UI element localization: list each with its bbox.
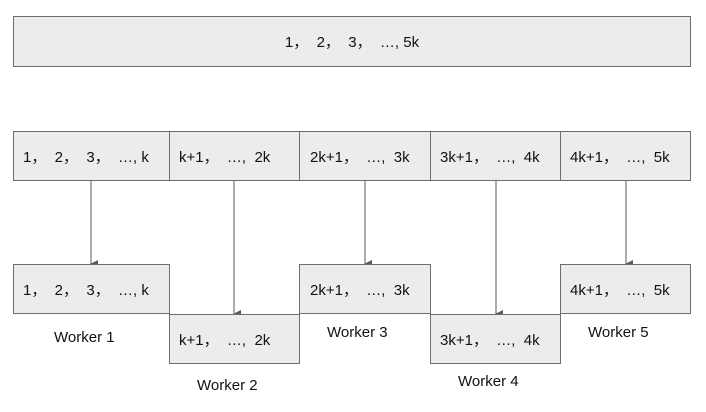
worker-2-box: k+1， …, 2k	[169, 314, 300, 364]
worker-3-label: Worker 3	[327, 324, 388, 341]
worker-5-label: Worker 5	[588, 324, 649, 341]
worker-range-label: 4k+1， …, 5k	[570, 281, 670, 299]
split-segment-3: 2k+1， …, 3k	[299, 131, 431, 181]
worker-3-box: 2k+1， …, 3k	[299, 264, 431, 314]
split-segment-label: 1， 2， 3， …, k	[23, 148, 149, 166]
full-range-box: 1， 2， 3， …, 5k	[13, 16, 691, 67]
worker-range-label: 2k+1， …, 3k	[310, 281, 410, 299]
split-segment-2: k+1， …, 2k	[169, 131, 300, 181]
worker-4-label: Worker 4	[458, 373, 519, 390]
worker-range-label: 3k+1， …, 4k	[440, 331, 540, 349]
worker-1-label: Worker 1	[54, 329, 115, 346]
split-segment-label: 2k+1， …, 3k	[310, 148, 410, 166]
worker-range-label: k+1， …, 2k	[179, 331, 271, 349]
split-segment-4: 3k+1， …, 4k	[430, 131, 561, 181]
worker-4-box: 3k+1， …, 4k	[430, 314, 561, 364]
split-segment-label: 3k+1， …, 4k	[440, 148, 540, 166]
worker-1-box: 1， 2， 3， …, k	[13, 264, 170, 314]
worker-range-label: 1， 2， 3， …, k	[23, 281, 149, 299]
worker-2-label: Worker 2	[197, 377, 258, 394]
split-segment-label: 4k+1， …, 5k	[570, 148, 670, 166]
worker-5-box: 4k+1， …, 5k	[560, 264, 691, 314]
split-segment-5: 4k+1， …, 5k	[560, 131, 691, 181]
split-segment-1: 1， 2， 3， …, k	[13, 131, 170, 181]
split-segment-label: k+1， …, 2k	[179, 148, 271, 166]
full-range-label: 1， 2， 3， …, 5k	[284, 34, 420, 51]
